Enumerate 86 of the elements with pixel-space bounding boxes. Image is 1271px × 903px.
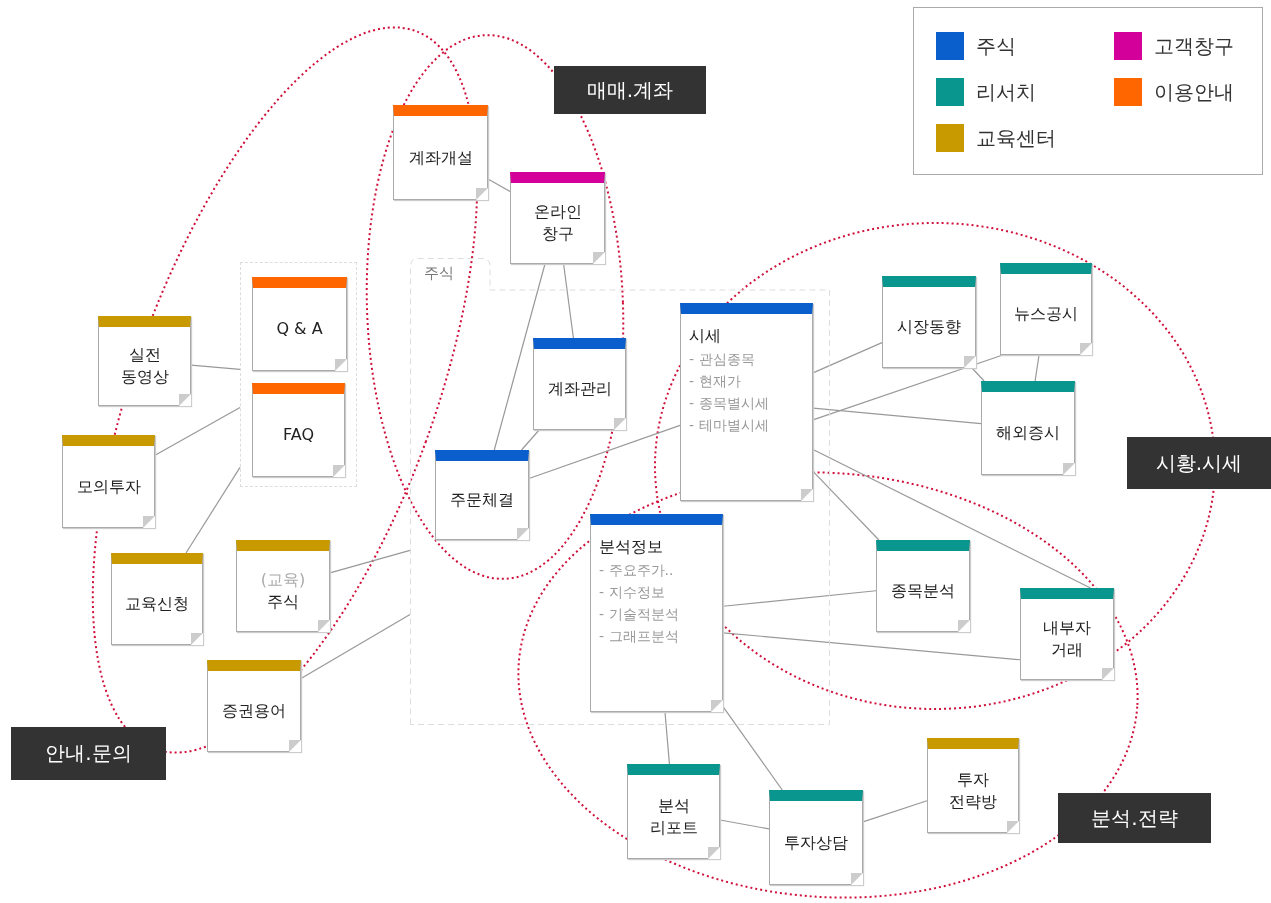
card-title: 시장동향 xyxy=(897,316,961,338)
card-title: 종목분석 xyxy=(891,580,955,602)
connector-line xyxy=(190,364,241,370)
connector-line xyxy=(722,590,877,607)
group-tag: 시황.시세 xyxy=(1127,437,1271,489)
connector-line xyxy=(971,367,985,382)
connector-line xyxy=(812,407,982,425)
card-title: 내부자 거래 xyxy=(1042,617,1092,661)
list-item: - 기술적분석 xyxy=(599,605,679,624)
list-item: - 주요주가.. xyxy=(599,561,674,580)
card-title: 계좌관리 xyxy=(547,378,612,400)
card-title: 시세 xyxy=(689,325,721,347)
connector-line xyxy=(487,178,511,192)
list-item: - 관심종목 xyxy=(689,350,755,369)
card-title: FAQ xyxy=(283,424,314,446)
list-item: - 종목별시세 xyxy=(689,394,769,413)
connector-line xyxy=(563,263,574,339)
note-card xyxy=(236,540,330,632)
note-card xyxy=(533,338,626,430)
list-item: - 현재가 xyxy=(689,372,741,391)
note-card xyxy=(62,435,155,528)
note-card xyxy=(927,738,1019,833)
connector-line xyxy=(812,448,1092,589)
note-card xyxy=(680,303,813,501)
note-card xyxy=(252,277,347,371)
group-frame xyxy=(240,262,357,487)
card-title: 교육신청 xyxy=(125,593,189,615)
card-title: 온라인 창구 xyxy=(532,201,583,245)
note-card xyxy=(981,381,1075,475)
connector-line xyxy=(722,706,783,791)
card-title: 실전 동영상 xyxy=(119,344,170,388)
connector-line xyxy=(528,424,681,480)
note-card xyxy=(98,316,191,406)
connector-line xyxy=(329,549,411,574)
group-tag: 분석.전략 xyxy=(1058,793,1211,843)
connector-line xyxy=(862,800,928,823)
card-subtitle: (교육) xyxy=(260,569,306,591)
connector-line xyxy=(493,263,546,451)
card-title: Q & A xyxy=(276,318,323,340)
note-card xyxy=(207,660,301,752)
card-title: 해외증시 xyxy=(996,422,1060,444)
card-title: 투자상담 xyxy=(784,831,848,854)
list-item: - 그래프분석 xyxy=(599,627,679,646)
folder-panel xyxy=(410,258,830,725)
note-card xyxy=(769,790,863,885)
note-card xyxy=(111,553,203,645)
card-title: 모의투자 xyxy=(76,475,141,498)
legend-label: 교육센터 xyxy=(976,125,1056,152)
legend-label: 주식 xyxy=(976,33,1016,60)
card-title: 주식 xyxy=(267,591,299,613)
note-card xyxy=(882,276,976,368)
note-card xyxy=(252,383,345,477)
note-card xyxy=(393,105,488,200)
list-item: - 테마별시세 xyxy=(689,416,769,435)
note-card xyxy=(1000,263,1092,355)
note-card xyxy=(590,514,723,712)
legend-label: 고객창구 xyxy=(1154,33,1234,60)
note-card xyxy=(1020,588,1114,680)
card-title: 투자 전략방 xyxy=(948,768,998,813)
card-title: 증권용어 xyxy=(222,700,286,722)
connector-line xyxy=(300,613,411,680)
group-tag: 매매.계좌 xyxy=(554,66,706,114)
connector-line xyxy=(812,470,880,541)
connector-line xyxy=(520,429,540,451)
connector-line xyxy=(719,819,770,830)
card-title: 뉴스공시 xyxy=(1014,303,1078,325)
legend-label: 리서치 xyxy=(976,79,1036,106)
connector-line xyxy=(664,711,671,765)
card-title: 주문체결 xyxy=(450,489,514,511)
list-item: - 지수정보 xyxy=(599,583,665,602)
connector-line xyxy=(812,342,883,374)
connector-line xyxy=(722,632,1021,661)
legend-label: 이용안내 xyxy=(1154,79,1234,106)
note-card xyxy=(876,540,970,632)
connector-line xyxy=(812,354,1004,421)
connector-line xyxy=(185,466,241,554)
connector-line xyxy=(1034,354,1040,382)
note-card xyxy=(627,764,720,859)
note-card xyxy=(435,450,529,540)
tab-label: 주식 xyxy=(424,264,454,283)
card-title: 분석정보 xyxy=(599,536,663,558)
group-tag: 안내.문의 xyxy=(11,727,166,780)
note-card xyxy=(510,172,605,264)
connector-line xyxy=(154,406,241,456)
card-title: 분석 리포트 xyxy=(648,794,699,839)
card-title: 계좌개설 xyxy=(408,146,473,169)
